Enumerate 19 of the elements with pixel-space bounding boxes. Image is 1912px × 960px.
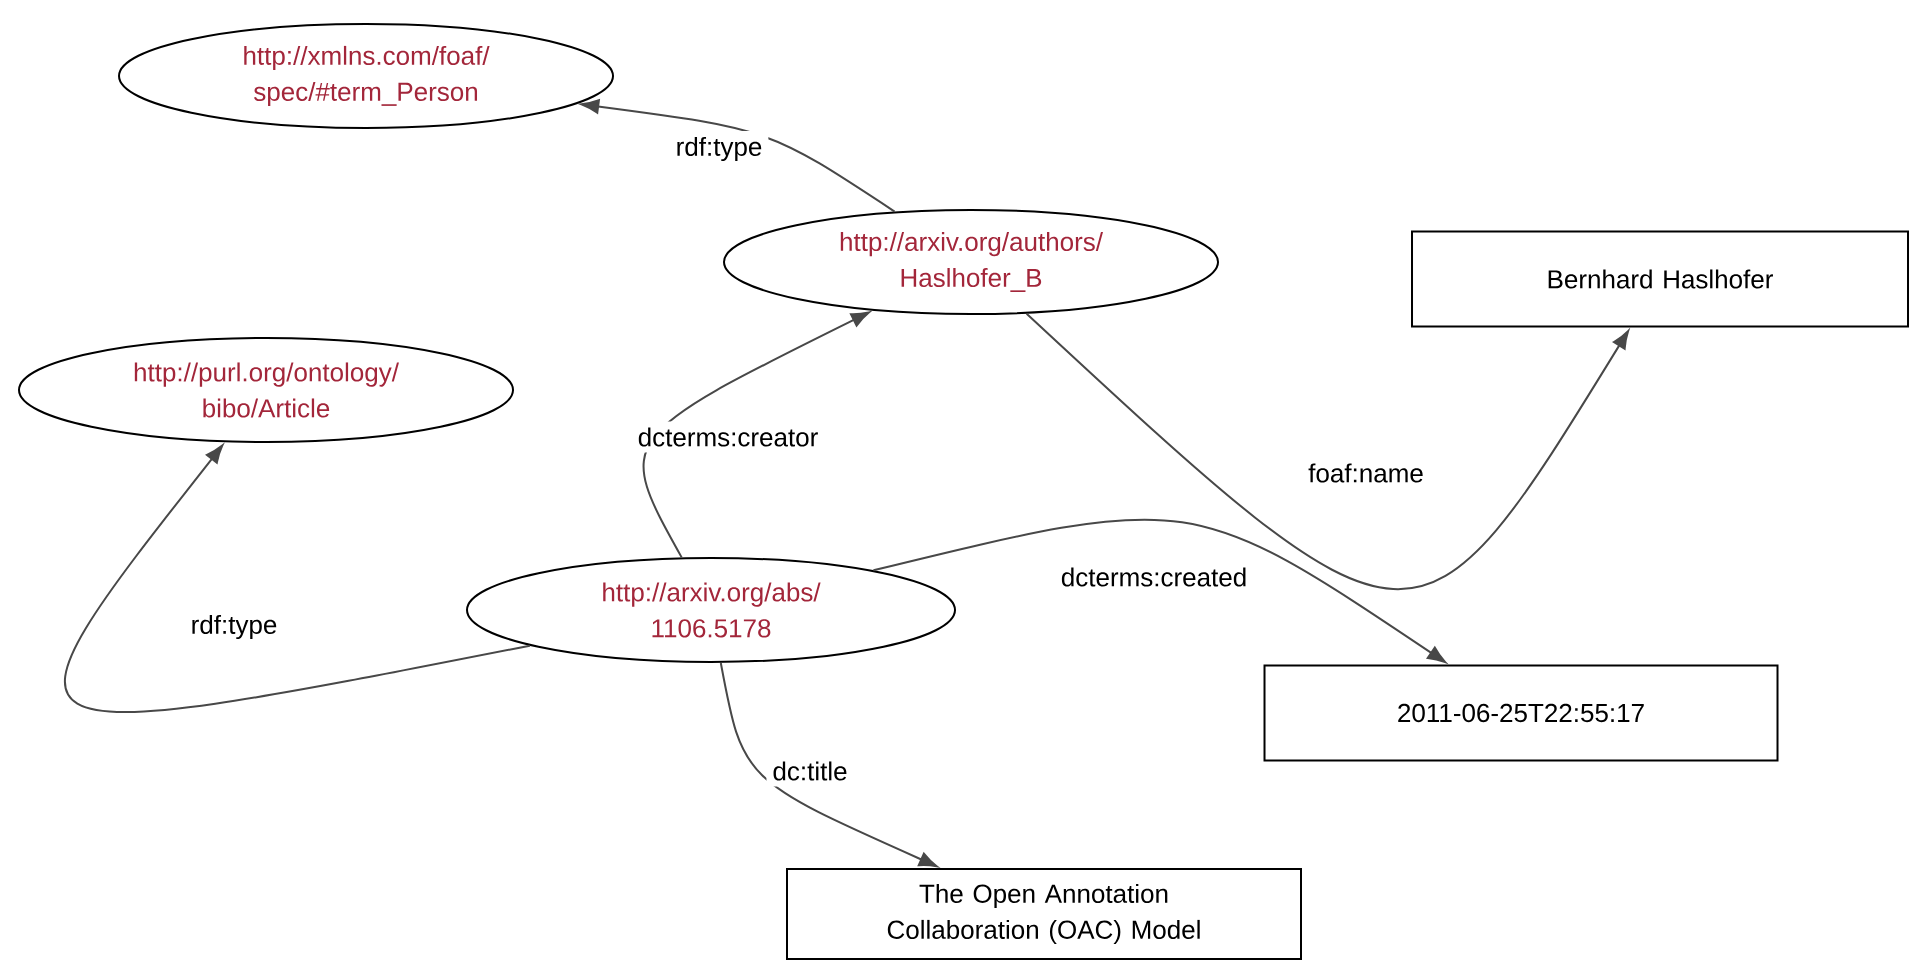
- ellipse-node: http://arxiv.org/authors/ Haslhofer_B: [723, 209, 1219, 315]
- arrow: [580, 99, 896, 213]
- literal-box: 2011-06-25T22:55:17: [1263, 664, 1779, 762]
- edge-label: dcterms:creator: [631, 421, 825, 453]
- literal-box: Bernhard Haslhofer: [1411, 230, 1909, 328]
- ellipse-node: http://purl.org/ontology/ bibo/Article: [18, 337, 514, 443]
- edge-label: foaf:name: [1302, 457, 1430, 489]
- ellipse-node: http://arxiv.org/abs/ 1106.5178: [466, 557, 956, 663]
- arrow: [642, 311, 870, 559]
- ellipse-node: http://xmlns.com/foaf/ spec/#term_Person: [118, 23, 614, 129]
- edge-label: dcterms:created: [1054, 561, 1254, 593]
- edge-label: rdf:type: [669, 130, 769, 168]
- edge-label: dc:title: [766, 755, 854, 787]
- edge-label: rdf:type: [184, 608, 284, 646]
- arrow: [64, 444, 531, 713]
- literal-box: The Open Annotation Collaboration (OAC) Model: [786, 868, 1302, 960]
- arrow: [872, 518, 1447, 664]
- arrow: [719, 661, 938, 868]
- arrow: [1025, 312, 1630, 590]
